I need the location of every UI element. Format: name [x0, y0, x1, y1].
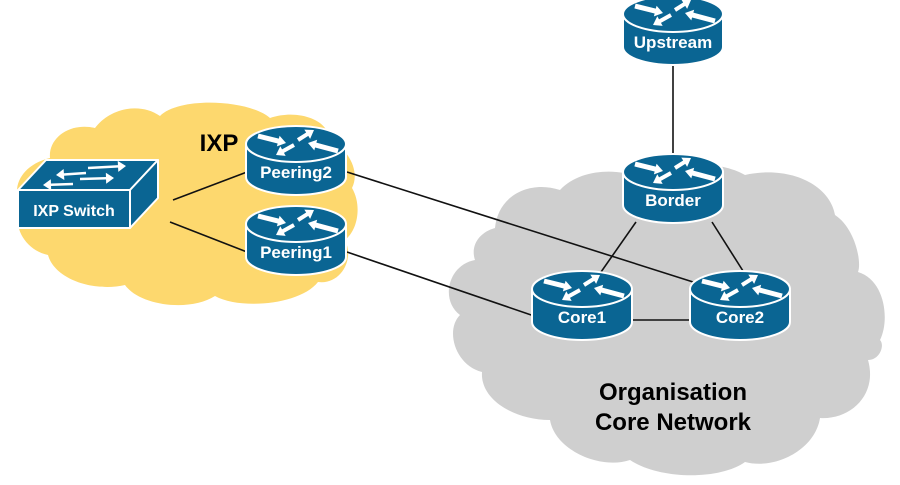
arrow-glyph: [634, 161, 663, 175]
switch-ixpswitch[interactable]: IXP Switch: [17, 159, 159, 229]
router-label: Core2: [716, 308, 764, 327]
arrow-glyph: [56, 168, 87, 180]
core-cloud-label-line-2: Core Network: [595, 409, 752, 436]
router-upstream[interactable]: Upstream: [622, 0, 724, 66]
arrow-glyph: [720, 288, 739, 301]
arrow-glyph: [296, 209, 314, 222]
arrow-glyph: [740, 274, 758, 287]
arrow-glyph: [296, 129, 314, 142]
ixp-cloud-label: IXP: [200, 130, 239, 157]
arrow-glyph: [257, 133, 286, 147]
router-icon: [622, 153, 724, 224]
arrow-glyph: [673, 157, 691, 170]
links: [169, 64, 751, 321]
router-label: Peering1: [260, 243, 332, 262]
link-ixpswitch-peering1: [169, 221, 248, 253]
link-peering1-core1: [346, 251, 541, 319]
router-icon: [245, 205, 347, 276]
core-cloud-label-line-1: Organisation: [599, 379, 747, 406]
router-icon: [689, 270, 791, 341]
arrow-glyph: [276, 223, 295, 236]
arrow-glyph: [308, 139, 339, 154]
router-icon: [622, 0, 724, 66]
arrow-glyph: [653, 13, 672, 26]
arrow-glyph: [543, 278, 572, 292]
arrow-glyph: [582, 274, 600, 287]
arrow-glyph: [79, 172, 114, 184]
arrow-glyph: [257, 213, 286, 227]
router-peering1[interactable]: Peering1: [245, 205, 347, 276]
arrow-glyph: [653, 171, 672, 184]
arrow-glyph: [685, 167, 716, 182]
arrow-glyph: [752, 284, 783, 299]
router-icon: [245, 125, 347, 196]
switch-icon: [17, 159, 159, 229]
arrow-glyph: [634, 3, 663, 17]
arrow-glyph: [308, 219, 339, 234]
arrow-glyph: [701, 278, 730, 292]
arrow-glyph: [276, 143, 295, 156]
arrow-glyph: [43, 179, 74, 191]
router-label: Border: [645, 191, 701, 210]
switch-label: IXP Switch: [33, 203, 115, 220]
router-peering2[interactable]: Peering2: [245, 125, 347, 196]
link-peering2-core2: [346, 171, 713, 289]
router-border[interactable]: Border: [622, 153, 724, 224]
link-ixpswitch-peering2: [172, 171, 248, 201]
arrow-glyph: [87, 160, 126, 172]
router-label: Core1: [558, 308, 606, 327]
arrow-glyph: [562, 288, 581, 301]
arrow-glyph: [673, 0, 691, 12]
router-label: Peering2: [260, 163, 332, 182]
arrow-glyph: [685, 9, 716, 24]
router-core2[interactable]: Core2: [689, 270, 791, 341]
router-icon: [531, 270, 633, 341]
router-label: Upstream: [634, 33, 712, 52]
arrow-glyph: [594, 284, 625, 299]
router-core1[interactable]: Core1: [531, 270, 633, 341]
